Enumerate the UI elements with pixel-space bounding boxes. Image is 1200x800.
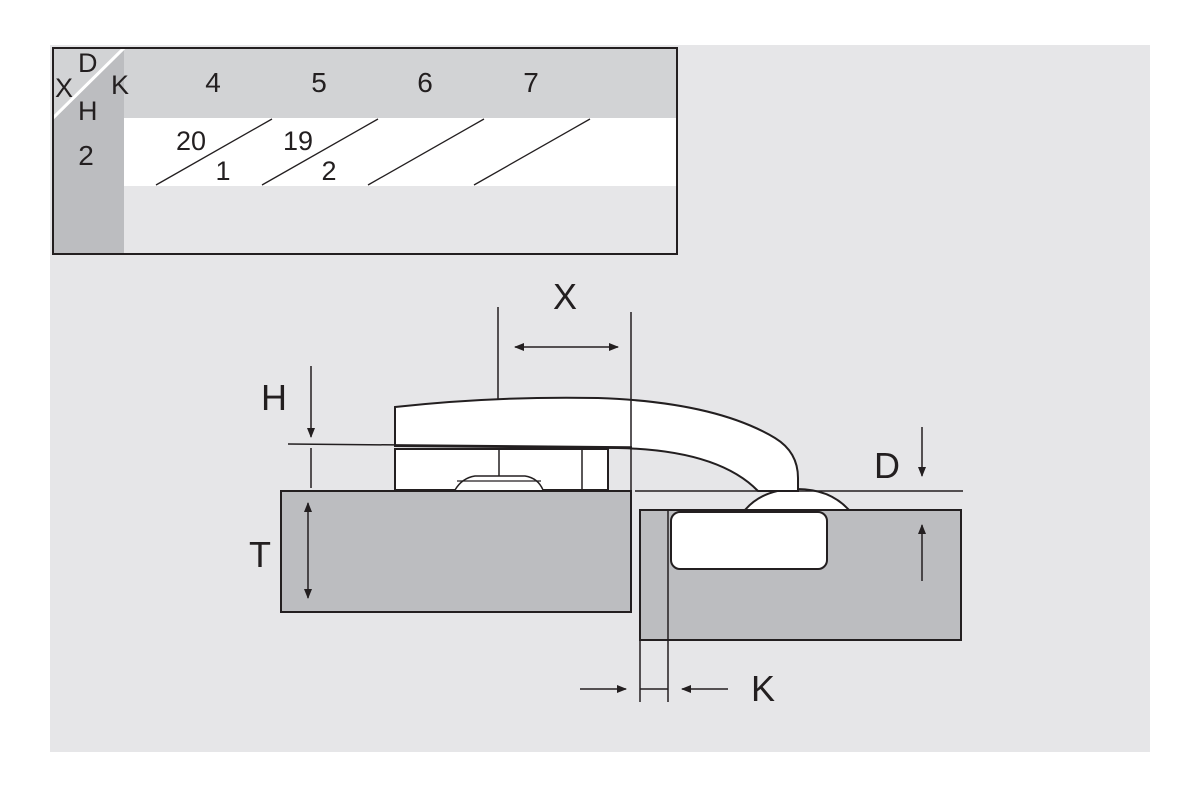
dimension-lines [287,307,963,702]
table-data-row [124,118,677,186]
k-header-6: 6 [417,67,433,98]
dimension-table: X D H K 4 5 6 7 2 20 1 19 2 [51,46,678,255]
hinge-arm [394,396,799,492]
corner-label-x: X [55,73,73,103]
cell-k5-lower: 2 [321,156,336,186]
h-reference-line [287,443,633,448]
corner-label-d: D [78,48,98,78]
table-border [52,47,678,255]
table-header-row [53,48,677,118]
label-x: X [553,276,577,317]
corner-diagonal [51,46,126,120]
cell-k5-upper: 19 [283,126,313,156]
corner-label-k: K [111,70,129,100]
k-header-5: 5 [311,67,327,98]
label-d: D [874,445,900,486]
cell-k4-lower: 1 [215,156,230,186]
door-panel [280,490,632,613]
cell-diagonal [473,118,591,186]
hinge-base-cap [454,475,544,491]
mounting-plate [670,511,828,570]
label-k: K [751,668,775,709]
h-header-2: 2 [78,140,94,171]
cell-diagonal [155,118,273,186]
k-header-7: 7 [523,67,539,98]
cell-diagonal [367,118,485,186]
corner-label-h: H [78,96,98,126]
cell-diagonal [261,118,379,186]
label-t: T [249,534,271,575]
k-header-4: 4 [205,67,221,98]
label-h: H [261,377,287,418]
hinge-drawing [280,396,962,641]
cell-k4-upper: 20 [176,126,206,156]
